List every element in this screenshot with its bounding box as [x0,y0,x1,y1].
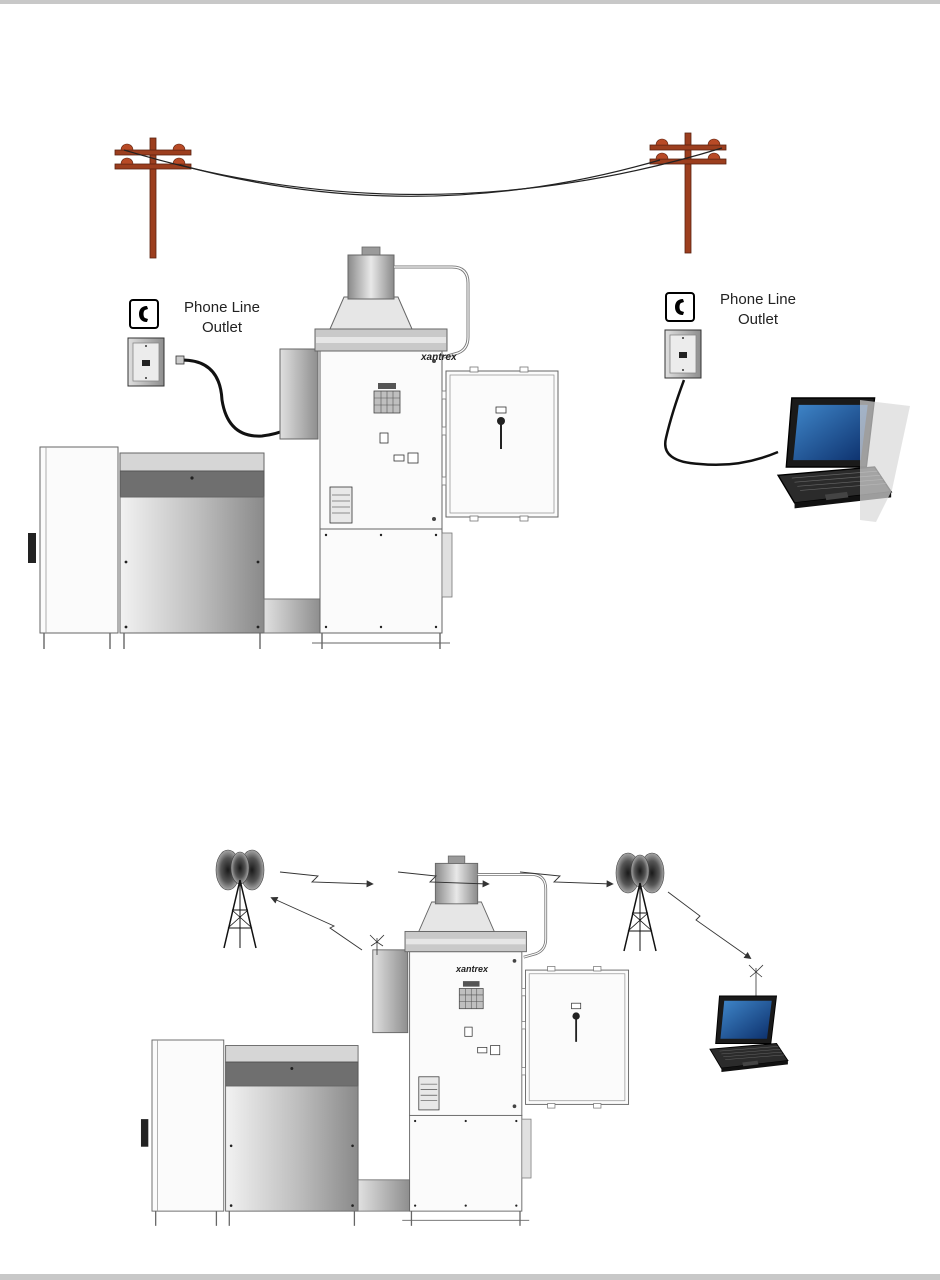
phone-cable [182,360,294,436]
phone-wire [180,160,660,196]
utility-pole-icon [115,138,191,258]
inverter-system [141,856,629,1226]
signal-arrow [520,872,612,884]
telephone-icon [666,293,694,321]
inverter-system [28,247,558,649]
telephone-icon [130,300,158,328]
signal-arrow [668,892,750,958]
phone-cable [665,380,778,465]
phone-line-outlet [665,330,701,378]
radio-tower-icon [216,850,264,948]
laptop-icon [710,996,788,1072]
signal-arrow [272,898,362,950]
phone-wire [124,148,722,195]
phone-line-outlet [128,338,164,386]
antenna-icon [749,965,763,996]
laptop-shadow [860,400,910,522]
utility-pole-icon [650,133,726,253]
cable-plug [176,356,184,364]
inverter-brand-label: xantrex [420,352,457,363]
signal-arrow [280,872,372,884]
radio-tower-icon [616,853,664,951]
inverter-brand-label: xantrex [455,964,489,974]
